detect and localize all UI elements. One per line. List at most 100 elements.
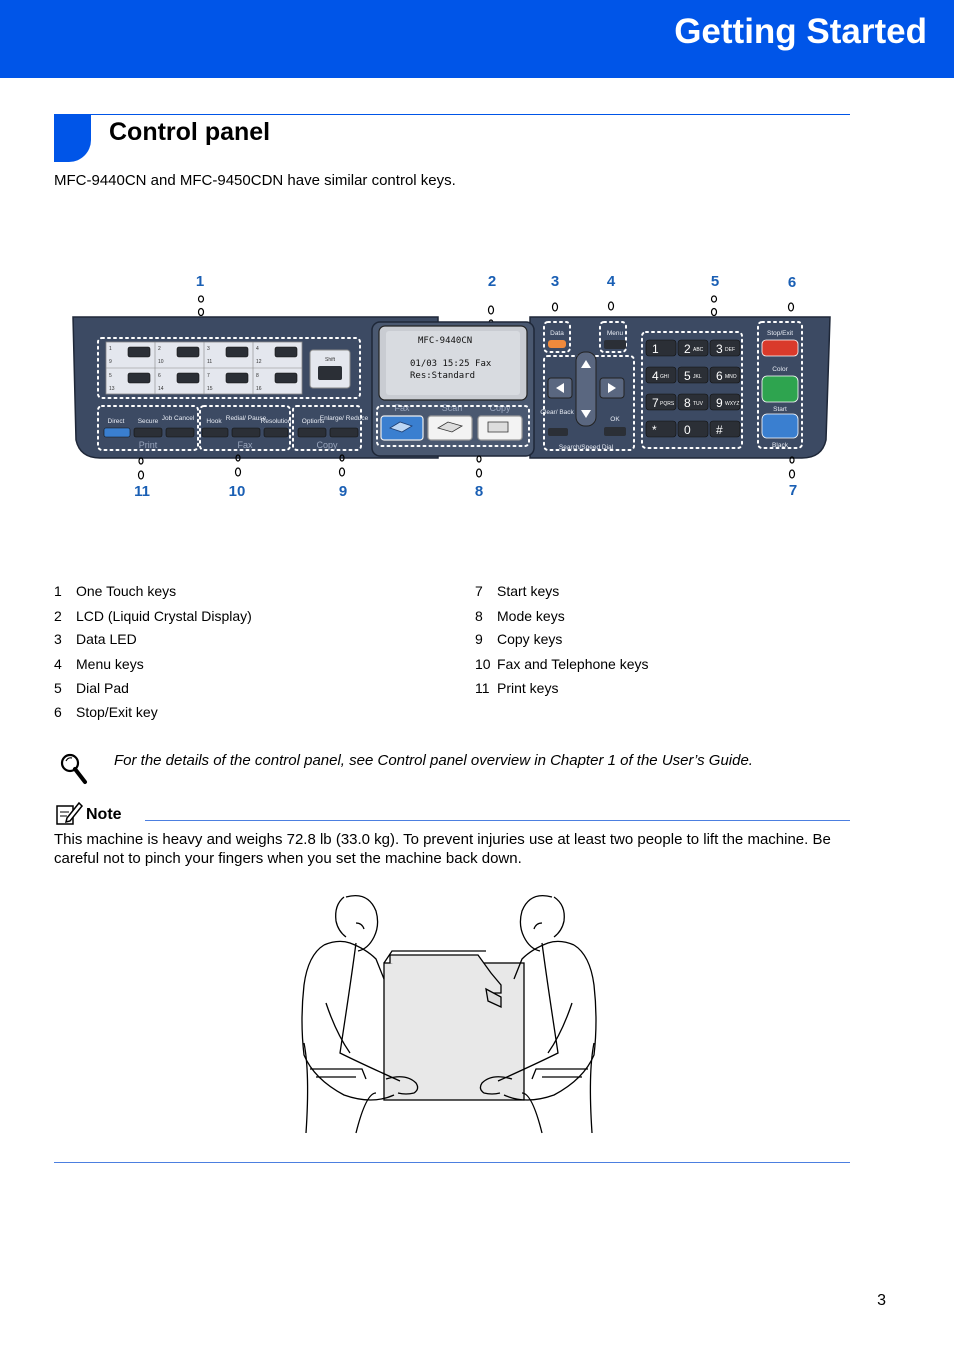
svg-text:JKL: JKL bbox=[693, 374, 702, 380]
svg-text:6: 6 bbox=[716, 369, 723, 383]
color-start-key[interactable] bbox=[761, 375, 799, 403]
lcd-line1: 01/03 15:25 Fax bbox=[410, 359, 492, 369]
stop-exit-key[interactable] bbox=[761, 339, 799, 357]
callout-2: 2 bbox=[488, 273, 496, 290]
svg-text:8: 8 bbox=[684, 396, 691, 410]
svg-text:#: # bbox=[716, 423, 723, 437]
callout-6: 6 bbox=[788, 274, 796, 291]
svg-text:Secure: Secure bbox=[138, 418, 159, 425]
svg-text:3: 3 bbox=[716, 342, 723, 356]
svg-text:6: 6 bbox=[158, 373, 161, 379]
group-label-fax: Fax bbox=[237, 440, 253, 450]
note-rule bbox=[145, 820, 850, 821]
svg-text:16: 16 bbox=[256, 386, 262, 392]
svg-text:14: 14 bbox=[158, 386, 164, 392]
group-label-copy: Copy bbox=[316, 440, 338, 450]
svg-text:5: 5 bbox=[109, 373, 112, 379]
svg-text:Menu: Menu bbox=[607, 330, 624, 337]
bottom-rule bbox=[54, 1162, 850, 1163]
callout-4: 4 bbox=[607, 273, 616, 290]
svg-text:Color: Color bbox=[772, 366, 788, 373]
section-title: Control panel bbox=[109, 118, 271, 146]
svg-text:DEF: DEF bbox=[725, 347, 735, 353]
group-label-print: Print bbox=[139, 440, 158, 450]
note-body: This machine is heavy and weighs 72.8 lb… bbox=[54, 831, 831, 867]
svg-text:13: 13 bbox=[109, 386, 115, 392]
lcd-line2: Res:Standard bbox=[410, 371, 475, 381]
svg-text:Start: Start bbox=[773, 406, 787, 413]
svg-text:Options: Options bbox=[302, 418, 325, 425]
svg-text:Job Cancel: Job Cancel bbox=[162, 415, 195, 422]
callout-leaders-bottom bbox=[137, 454, 796, 480]
callout-7: 7 bbox=[789, 482, 797, 499]
svg-text:Resolution: Resolution bbox=[261, 418, 292, 425]
section-intro: MFC-9440CN and MFC-9450CDN have similar … bbox=[54, 172, 456, 189]
svg-text:12: 12 bbox=[256, 359, 262, 365]
section-tab-marker bbox=[54, 114, 91, 162]
callout-8: 8 bbox=[475, 483, 483, 500]
page-header-title: Getting Started bbox=[674, 12, 927, 51]
svg-text:Enlarge/ Reduce: Enlarge/ Reduce bbox=[320, 415, 369, 422]
svg-text:7: 7 bbox=[207, 373, 210, 379]
svg-text:11: 11 bbox=[207, 359, 212, 365]
svg-text:OK: OK bbox=[610, 416, 620, 423]
svg-text:0: 0 bbox=[684, 423, 691, 437]
callout-1: 1 bbox=[196, 273, 204, 290]
svg-text:Redial/ Pause: Redial/ Pause bbox=[226, 415, 267, 422]
svg-text:TUV: TUV bbox=[693, 401, 704, 407]
callout-11: 11 bbox=[134, 483, 150, 500]
magnifier-icon bbox=[58, 751, 88, 785]
panel-right-body bbox=[529, 316, 831, 459]
control-panel-figure: 1 2 3 4 5 6 MFC-9440CN 01/03 15:25 Fax R… bbox=[70, 270, 834, 502]
svg-text:10: 10 bbox=[158, 359, 164, 365]
svg-text:GHI: GHI bbox=[660, 374, 669, 380]
svg-text:ABC: ABC bbox=[693, 347, 704, 353]
shift-label: Shift bbox=[325, 357, 336, 363]
svg-text:Clear/ Back: Clear/ Back bbox=[540, 409, 574, 416]
page-number: 3 bbox=[877, 1292, 886, 1309]
svg-text:15: 15 bbox=[207, 386, 213, 392]
svg-text:WXYZ: WXYZ bbox=[725, 401, 739, 407]
svg-text:4: 4 bbox=[652, 369, 659, 383]
svg-text:4: 4 bbox=[256, 346, 259, 352]
section-rule bbox=[54, 114, 850, 115]
hint-text: For the details of the control panel, se… bbox=[114, 752, 753, 769]
shift-key[interactable] bbox=[318, 366, 342, 380]
header-bar bbox=[0, 0, 954, 78]
mode-label-scan: Scan bbox=[442, 403, 463, 413]
lcd-model: MFC-9440CN bbox=[418, 336, 472, 346]
callout-9: 9 bbox=[339, 483, 347, 500]
svg-text:2: 2 bbox=[158, 346, 161, 352]
svg-text:*: * bbox=[652, 423, 657, 437]
callout-3: 3 bbox=[551, 273, 559, 290]
callout-10: 10 bbox=[229, 483, 246, 500]
mode-label-copy: Copy bbox=[489, 403, 511, 413]
svg-text:9: 9 bbox=[109, 359, 112, 365]
callout-5: 5 bbox=[711, 273, 719, 290]
note-label: Note bbox=[86, 806, 122, 823]
data-led bbox=[548, 340, 566, 348]
svg-text:9: 9 bbox=[716, 396, 723, 410]
two-people-lifting-illustration bbox=[296, 893, 606, 1136]
svg-text:Hook: Hook bbox=[206, 418, 222, 425]
callout-leaders-top bbox=[197, 295, 795, 327]
svg-text:7: 7 bbox=[652, 396, 659, 410]
svg-text:PQRS: PQRS bbox=[660, 401, 675, 407]
svg-text:2: 2 bbox=[684, 342, 691, 356]
svg-text:Data: Data bbox=[550, 330, 564, 337]
black-start-key[interactable] bbox=[761, 413, 799, 439]
svg-text:Direct: Direct bbox=[108, 418, 125, 425]
svg-text:1: 1 bbox=[652, 342, 659, 356]
svg-text:1: 1 bbox=[109, 346, 112, 352]
